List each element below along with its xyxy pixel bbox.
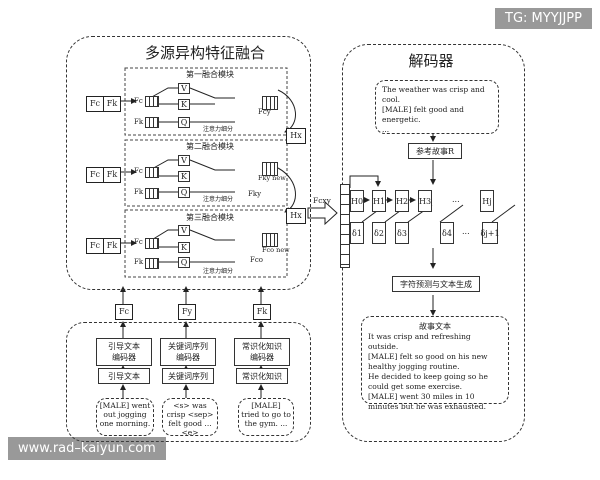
module-2-row-fc: Fc [134, 167, 143, 175]
module-2-output-new-label: Fky new [258, 174, 286, 182]
module-3-output-label: Fco [250, 256, 263, 264]
delta-j1: δj+1 [480, 222, 500, 244]
matrix-icon [145, 96, 159, 107]
feature-fusion-panel [66, 36, 311, 290]
module-3-row-fk: Fk [134, 258, 144, 266]
delta-4: δ4 [440, 222, 454, 244]
story-line-2: [MALE] felt so good on his new healthy j… [368, 352, 488, 371]
hidden-ellipsis: ... [452, 195, 460, 204]
matrix-icon [262, 233, 278, 247]
story-line-3: He decided to keep going so he could get… [368, 372, 488, 391]
hidden-state-h1: H1 [372, 190, 386, 212]
module-1-q-box: Q [178, 117, 190, 128]
module-3-k-box: K [178, 242, 190, 253]
guide-text-source: 引导文本 [98, 368, 150, 384]
input-fk-3: Fk [103, 238, 121, 254]
module-3-q-box: Q [178, 257, 190, 268]
module-1-row-fc: Fc [134, 97, 143, 105]
matrix-icon [145, 117, 159, 128]
reference-line-2: [MALE] felt good and energetic. [382, 105, 464, 124]
feature-fc: Fc [115, 304, 133, 320]
reference-story-box: The weather was crisp and cool. [MALE] f… [375, 80, 499, 134]
matrix-icon [262, 162, 278, 176]
module-3-v-box: V [178, 225, 190, 236]
story-line-4: [MALE] went 30 miles in 10 minutes but h… [368, 392, 486, 411]
hidden-state-h2: H2 [395, 190, 409, 212]
decoder-title: 解码器 [408, 52, 454, 70]
module-1-v-box: V [178, 83, 190, 94]
fusion-output-label: Fcxy [313, 196, 331, 205]
module-3-title: 第三融合模块 [186, 213, 234, 222]
watermark-top: TG: MYYJJPP [495, 8, 592, 29]
keyword-example: <s> was crisp <sep> felt good ... <e> [162, 398, 218, 437]
delta-1: δ1 [350, 222, 364, 244]
keyword-encoder: 关键词序列 编码器 [160, 338, 216, 366]
input-fc-2: Fc [86, 167, 104, 183]
module-1-title: 第一融合模块 [186, 70, 234, 79]
matrix-icon [145, 238, 159, 249]
guide-text-example: [MALE] went out jogging one morning. [96, 398, 154, 436]
matrix-icon [262, 96, 278, 110]
module-1-k-box: K [178, 99, 190, 110]
module-1-row-fk: Fk [134, 118, 144, 126]
generation-label: 字符预测与文本生成 [392, 276, 480, 292]
input-fc-3: Fc [86, 238, 104, 254]
story-line-1: It was crisp and refreshing outside. [368, 332, 471, 351]
input-fc-1: Fc [86, 96, 104, 112]
matrix-icon [145, 258, 159, 269]
encoder-panel [66, 322, 311, 442]
hidden-state-hj: Hj [480, 190, 494, 212]
reference-line-3: ... [382, 125, 390, 134]
module-1-h-label: Hx [286, 128, 306, 144]
module-2-k-box: K [178, 171, 190, 182]
module-2-q-box: Q [178, 187, 190, 198]
module-1-output-label: Fcy [258, 108, 271, 116]
reference-story-label: 参考故事R [408, 143, 462, 159]
guide-text-encoder: 引导文本 编码器 [96, 338, 152, 366]
knowledge-example: [MALE] tried to go to the gym. ... [238, 398, 294, 436]
module-2-attention-label: 注意力细分 [202, 196, 233, 203]
matrix-icon [145, 167, 159, 178]
keyword-source: 关键词序列 [162, 368, 214, 384]
delta-ellipsis: ... [462, 227, 470, 236]
matrix-icon [145, 188, 159, 199]
knowledge-source: 常识化知识 [236, 368, 288, 384]
feature-fusion-title: 多源异构特征融合 [145, 44, 266, 62]
module-2-v-box: V [178, 155, 190, 166]
module-3-attention-label: 注意力细分 [202, 268, 233, 275]
input-fk-1: Fk [103, 96, 121, 112]
feature-fy: Fy [178, 304, 196, 320]
knowledge-encoder: 常识化知识 编码器 [234, 338, 290, 366]
hidden-state-h0: H0 [350, 190, 364, 212]
feature-fk: Fk [253, 304, 271, 320]
input-fk-2: Fk [103, 167, 121, 183]
module-2-row-fk: Fk [134, 188, 144, 196]
reference-line-1: The weather was crisp and cool. [382, 85, 485, 104]
module-2-output-label: Fky [248, 190, 262, 198]
story-title: 故事文本 [419, 322, 451, 331]
hidden-state-h3: H3 [418, 190, 432, 212]
watermark-bottom: www.rad–kaiyun.com [8, 437, 166, 460]
story-text-box: 故事文本 It was crisp and refreshing outside… [361, 316, 509, 411]
module-1-attention-label: 注意力细分 [202, 126, 233, 133]
delta-2: δ2 [372, 222, 386, 244]
module-2-title: 第二融合模块 [186, 142, 234, 151]
module-2-h-label: Hx [286, 208, 306, 224]
delta-3: δ3 [395, 222, 409, 244]
fusion-vector-bar [340, 184, 350, 268]
module-3-row-fc: Fc [134, 238, 143, 246]
module-3-output-new-label: Fco new [262, 246, 290, 254]
